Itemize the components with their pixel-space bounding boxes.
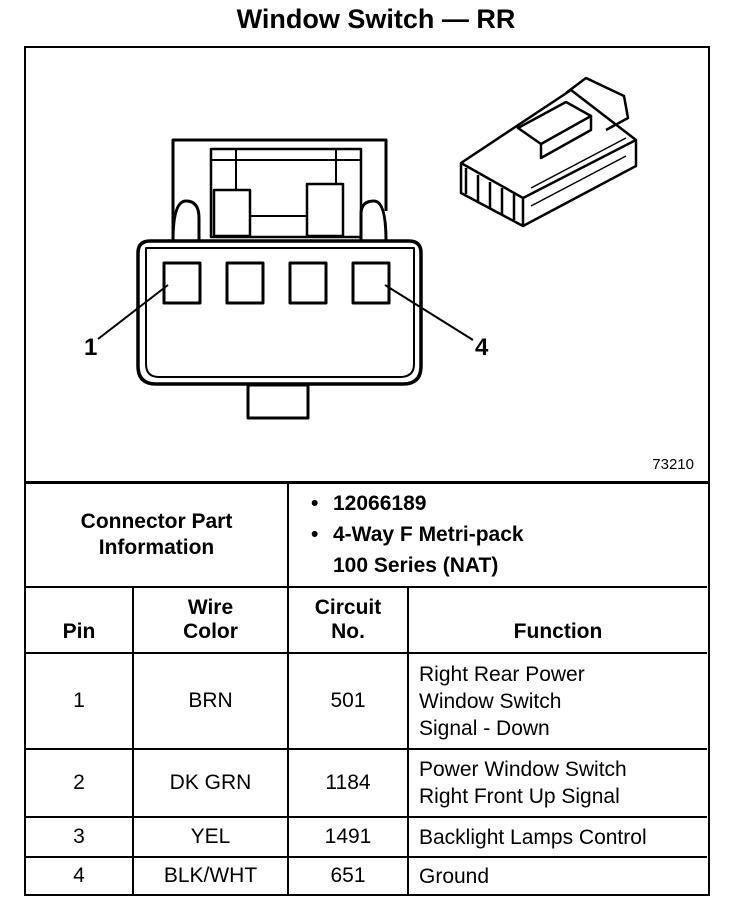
- connector-isometric-drawing: [459, 76, 638, 228]
- connector-info-label: Connector Part Information: [26, 483, 289, 588]
- table-header-row: Pin Wire Color Circuit No. Function: [26, 586, 708, 654]
- wire-color-cell: YEL: [132, 816, 289, 858]
- function-cell: Ground: [406, 856, 708, 894]
- header-wire-color-line2: Color: [183, 620, 238, 643]
- wire-color-cell: DK GRN: [132, 748, 289, 818]
- function-line: Ground: [419, 864, 490, 888]
- pin-cell: 2: [26, 748, 134, 818]
- connector-info-label-line1: Connector Part: [80, 509, 233, 533]
- header-circuit-line2: No.: [331, 620, 365, 643]
- pin-cell: 3: [26, 816, 134, 858]
- connector-description-line2: 100 Series (NAT): [333, 554, 499, 577]
- pinout-table: Connector Part Information • 12066189 • 4-…: [26, 483, 708, 894]
- circuit-cell: 501: [287, 652, 409, 750]
- header-pin: Pin: [26, 586, 134, 654]
- function-line: Signal - Down: [419, 716, 550, 740]
- table-row: 1 BRN 501 Right Rear Power Window Switch…: [26, 652, 708, 750]
- function-line: Window Switch: [419, 689, 562, 713]
- function-cell: Backlight Lamps Control: [406, 816, 708, 858]
- pin-cell: 1: [26, 652, 134, 750]
- leader-line-pin-4: [384, 284, 474, 341]
- table-row: 3 YEL 1491 Backlight Lamps Control: [26, 816, 708, 858]
- latch-block-right: [305, 182, 345, 238]
- bullet-icon: •: [311, 523, 319, 546]
- header-circuit: Circuit No.: [287, 586, 409, 654]
- pin-callout-1: 1: [84, 334, 98, 361]
- leader-line-pin-1: [97, 284, 169, 340]
- header-wire-color-line1: Wire: [187, 596, 234, 619]
- housing-tab-left: [171, 199, 201, 242]
- pin-callout-4: 4: [475, 334, 489, 361]
- connector-face-drawing: [97, 76, 638, 420]
- function-cell: Right Rear Power Window Switch Signal - …: [406, 652, 708, 750]
- function-line: Right Rear Power: [419, 662, 585, 686]
- pin-cavity-1: [162, 261, 202, 305]
- bullet-icon: •: [311, 492, 319, 515]
- table-row: 4 BLK/WHT 651 Ground: [26, 856, 708, 894]
- function-line: Backlight Lamps Control: [419, 825, 647, 849]
- housing-tab-right: [359, 199, 388, 242]
- table-row: 2 DK GRN 1184 Power Window Switch Right …: [26, 748, 708, 818]
- pin-cavity-3: [288, 261, 328, 305]
- header-wire-color: Wire Color: [132, 586, 289, 654]
- connector-diagram: 1 4 73210: [26, 48, 708, 484]
- wire-color-cell: BRN: [132, 652, 289, 750]
- connector-info-values: • 12066189 • 4-Way F Metri-pack 100 Series…: [286, 483, 708, 588]
- function-line: Right Front Up Signal: [419, 785, 620, 808]
- connector-latch-body: [209, 147, 363, 239]
- function-line: Power Window Switch: [419, 758, 627, 781]
- connector-key: [246, 383, 310, 420]
- connector-card: 1 4 73210 Connector Part Information •12…: [24, 46, 710, 896]
- connector-housing-top: [171, 138, 388, 241]
- latch-block-left: [212, 188, 252, 238]
- circuit-cell: 1184: [287, 748, 409, 818]
- pin-cell: 4: [26, 856, 134, 894]
- connector-description-line1: 4-Way F Metri-pack: [333, 523, 524, 546]
- page-title: Window Switch — RR: [236, 4, 516, 34]
- circuit-cell: 651: [287, 856, 409, 894]
- header-circuit-line1: Circuit: [314, 596, 382, 619]
- connector-info-row: Connector Part Information • 12066189 • 4-…: [26, 483, 708, 588]
- pin-cavity-4: [351, 261, 391, 305]
- wire-color-cell: BLK/WHT: [132, 856, 289, 894]
- figure-number: 73210: [652, 456, 694, 473]
- circuit-cell: 1491: [287, 816, 409, 858]
- connector-part-number: 12066189: [333, 492, 427, 515]
- header-function: Function: [406, 586, 708, 654]
- function-cell: Power Window Switch Right Front Up Signa…: [406, 748, 708, 818]
- connector-info-label-line2: Information: [98, 535, 215, 559]
- pin-cavity-2: [225, 261, 265, 305]
